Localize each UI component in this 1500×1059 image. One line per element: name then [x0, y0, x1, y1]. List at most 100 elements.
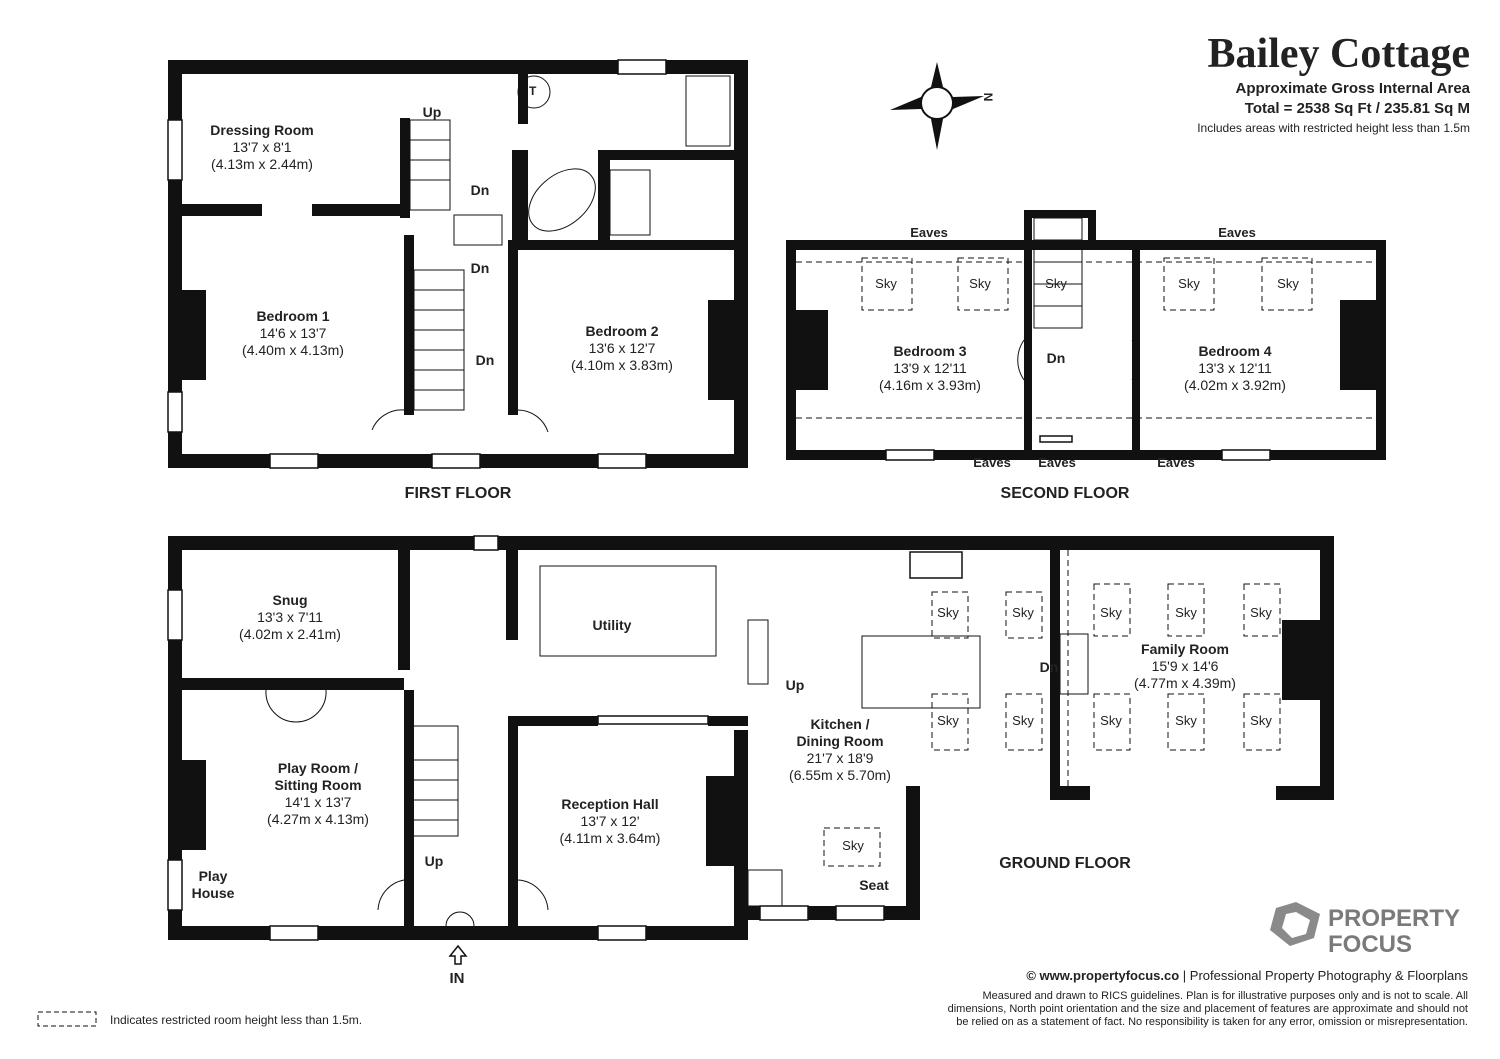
room-name: Family Room [1141, 641, 1229, 657]
room-name: Bedroom 4 [1198, 343, 1272, 359]
ground-floor-windows [167, 535, 963, 941]
stair-label-dn: Dn [470, 260, 490, 276]
skylight-label: Sky [937, 605, 959, 620]
room-name-line1: Play [198, 868, 228, 884]
brand-line-2: FOCUS [1328, 931, 1412, 958]
skylight-label: Sky [1045, 276, 1067, 291]
room-imperial: 13'3 x 12'11 [1198, 360, 1272, 376]
second-floor-dashed [796, 257, 1376, 419]
skylight-label: Sky [1012, 713, 1034, 728]
room-imperial: 13'7 x 8'1 [232, 139, 292, 155]
first-floor-windows [167, 59, 667, 469]
skylight-label: Sky [1277, 276, 1299, 291]
room-reception-hall: Reception Hall 13'7 x 12' (4.11m x 3.64m… [560, 796, 661, 847]
page-title: Bailey Cottage [1207, 31, 1470, 77]
room-imperial: 15'9 x 14'6 [1151, 658, 1219, 674]
room-name: Snug [272, 592, 308, 608]
room-metric: (4.27m x 4.13m) [267, 811, 369, 827]
disclaimer-line: be relied on as a statement of fact. No … [956, 1016, 1468, 1028]
eaves-label: Eaves [1157, 455, 1195, 470]
stair-label-up: Up [422, 104, 442, 120]
room-name-line1: Kitchen / [810, 716, 870, 732]
room-snug: Snug 13'3 x 7'11 (4.02m x 2.41m) [239, 592, 341, 643]
stair-label-up: Up [424, 853, 444, 869]
room-metric: (6.55m x 5.70m) [789, 767, 891, 783]
room-imperial: 14'6 x 13'7 [259, 325, 327, 341]
room-imperial: 14'1 x 13'7 [284, 794, 352, 810]
area-label: Approximate Gross Internal Area [1235, 80, 1470, 97]
compass-north-label: N [981, 92, 996, 102]
room-name: Bedroom 3 [893, 343, 967, 359]
brand-name: PROPERTY FOCUS [1328, 906, 1460, 958]
room-name-line2: Dining Room [796, 733, 884, 749]
seat-label: Seat [859, 877, 889, 893]
room-family: Family Room 15'9 x 14'6 (4.77m x 4.39m) [1134, 641, 1236, 692]
skylight-label: Sky [1175, 713, 1197, 728]
skylight-label: Sky [842, 838, 864, 853]
skylight-label: Sky [969, 276, 991, 291]
first-floor-stairs [371, 75, 731, 433]
second-floor-stairs [1017, 217, 1139, 381]
disclaimer-line: dimensions, North point orientation and … [947, 1003, 1468, 1015]
floor-label-ground: GROUND FLOOR [999, 855, 1131, 872]
ground-floor-dashed [823, 550, 1281, 867]
room-imperial: 13'3 x 7'11 [257, 609, 323, 625]
skylight-label: Sky [937, 713, 959, 728]
room-name: Dressing Room [210, 122, 314, 138]
room-metric: (4.13m x 2.44m) [211, 156, 313, 172]
legend-text: Indicates restricted room height less th… [110, 1013, 363, 1027]
footer-credit: © www.propertyfocus.co | Professional Pr… [990, 968, 1468, 983]
ground-floor-walls [168, 536, 1334, 940]
room-utility: Utility [592, 617, 632, 633]
room-metric: (4.40m x 4.13m) [242, 342, 344, 358]
room-name: Reception Hall [561, 796, 659, 812]
room-metric: (4.77m x 4.39m) [1134, 675, 1236, 691]
stair-label-dn: Dn [1039, 659, 1059, 675]
room-imperial: 21'7 x 18'9 [806, 750, 874, 766]
room-imperial: 13'7 x 12' [580, 813, 640, 829]
footer-website[interactable]: © www.propertyfocus.co [1026, 968, 1180, 983]
stair-label-dn: Dn [475, 352, 495, 368]
skylight-label: Sky [1175, 605, 1197, 620]
floor-label-second: SECOND FLOOR [1000, 485, 1130, 502]
room-dressing: Dressing Room 13'7 x 8'1 (4.13m x 2.44m) [210, 122, 313, 173]
second-floor-windows [885, 435, 1271, 461]
total-area: Total = 2538 Sq Ft / 235.81 Sq M [1244, 100, 1470, 117]
stair-label-dn: Dn [470, 182, 490, 198]
restricted-note: Includes areas with restricted height le… [1197, 121, 1470, 135]
floor-label-first: FIRST FLOOR [404, 485, 512, 502]
skylight-label: Sky [1012, 605, 1034, 620]
brand-logo-mark [1270, 902, 1320, 946]
room-name-line2: Sitting Room [274, 777, 362, 793]
room-bedroom-3: Bedroom 3 13'9 x 12'11 (4.16m x 3.93m) [879, 343, 981, 394]
eaves-label: Eaves [973, 455, 1011, 470]
legend-swatch [37, 1011, 97, 1027]
skylight-label: Sky [1250, 713, 1272, 728]
room-metric: (4.02m x 2.41m) [239, 626, 341, 642]
room-name-line2: House [191, 885, 235, 901]
brand-line-1: PROPERTY [1328, 905, 1461, 932]
footer-tagline: | Professional Property Photography & Fl… [1179, 968, 1468, 983]
room-kitchen-dining: Kitchen / Dining Room 21'7 x 18'9 (6.55m… [789, 716, 891, 784]
room-imperial: 13'6 x 12'7 [588, 340, 656, 356]
room-bedroom-4: Bedroom 4 13'3 x 12'11 (4.02m x 3.92m) [1184, 343, 1286, 394]
skylight-label: Sky [1250, 605, 1272, 620]
toilet-label: T [529, 84, 537, 98]
room-name-line1: Play Room / [277, 760, 359, 776]
room-playhouse: Play House [192, 868, 235, 902]
room-metric: (4.16m x 3.93m) [879, 377, 981, 393]
compass-rose [890, 62, 984, 150]
second-floor-walls [786, 210, 1386, 460]
entrance-label: IN [449, 970, 465, 987]
eaves-label: Eaves [910, 225, 948, 240]
disclaimer-line: Measured and drawn to RICS guidelines. P… [982, 990, 1468, 1002]
stair-label-dn: Dn [1046, 350, 1066, 366]
room-playroom: Play Room / Sitting Room 14'1 x 13'7 (4.… [267, 760, 369, 828]
ground-floor-fixtures [265, 565, 1319, 927]
stair-label-up: Up [785, 677, 805, 693]
room-metric: (4.10m x 3.83m) [571, 357, 673, 373]
room-name: Bedroom 1 [256, 308, 330, 324]
eaves-label: Eaves [1038, 455, 1076, 470]
room-bedroom-2: Bedroom 2 13'6 x 12'7 (4.10m x 3.83m) [571, 323, 673, 374]
